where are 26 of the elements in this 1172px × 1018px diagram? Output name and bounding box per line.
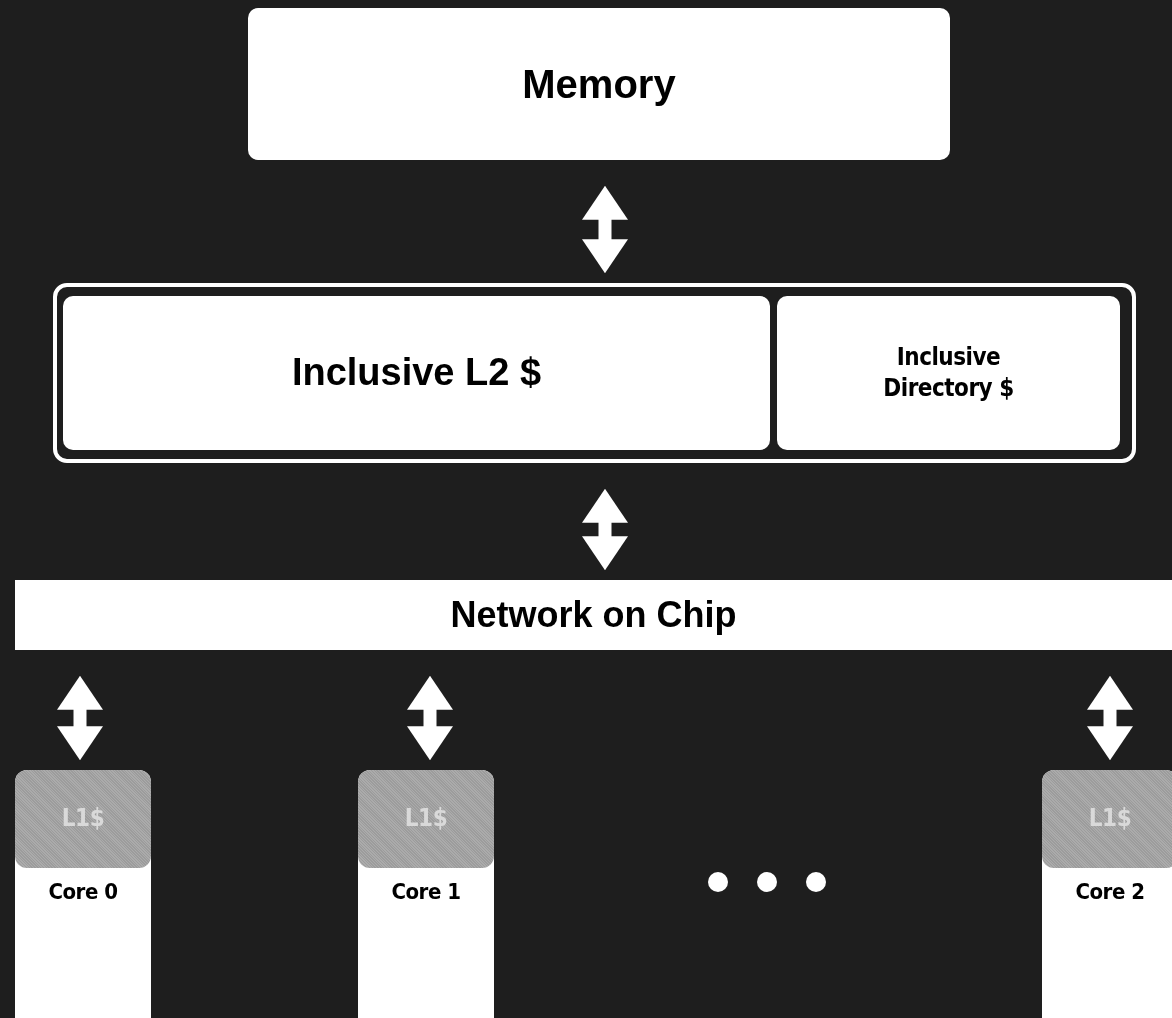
node-label: Core 0 — [48, 878, 118, 906]
node-label: Core 1 — [391, 878, 461, 906]
node-label: Inclusive L2 $ — [291, 350, 542, 396]
core-block — [358, 770, 494, 1018]
memory-box — [777, 296, 1120, 450]
node-label: L1$ — [1088, 803, 1132, 835]
node-label: Network on Chip — [450, 592, 737, 637]
memory-box — [248, 8, 950, 160]
node-label: Memory — [522, 61, 676, 108]
memory-box — [63, 296, 770, 450]
double-arrow — [1087, 675, 1133, 761]
double-arrow — [582, 185, 628, 274]
double-arrow — [407, 675, 453, 761]
node-label: L1$ — [61, 803, 105, 835]
cache-block — [15, 770, 151, 868]
cache-block — [1042, 770, 1172, 868]
network-bar — [15, 580, 1172, 650]
double-arrow — [582, 488, 628, 571]
core-block — [15, 770, 151, 1018]
frame-box — [53, 283, 1136, 463]
core-block — [1042, 770, 1172, 1018]
node-label: Inclusive Directory $ — [882, 341, 1015, 404]
cache-block — [358, 770, 494, 868]
node-label: L1$ — [404, 803, 448, 835]
double-arrow — [57, 675, 103, 761]
node-label: Core 2 — [1075, 878, 1145, 906]
